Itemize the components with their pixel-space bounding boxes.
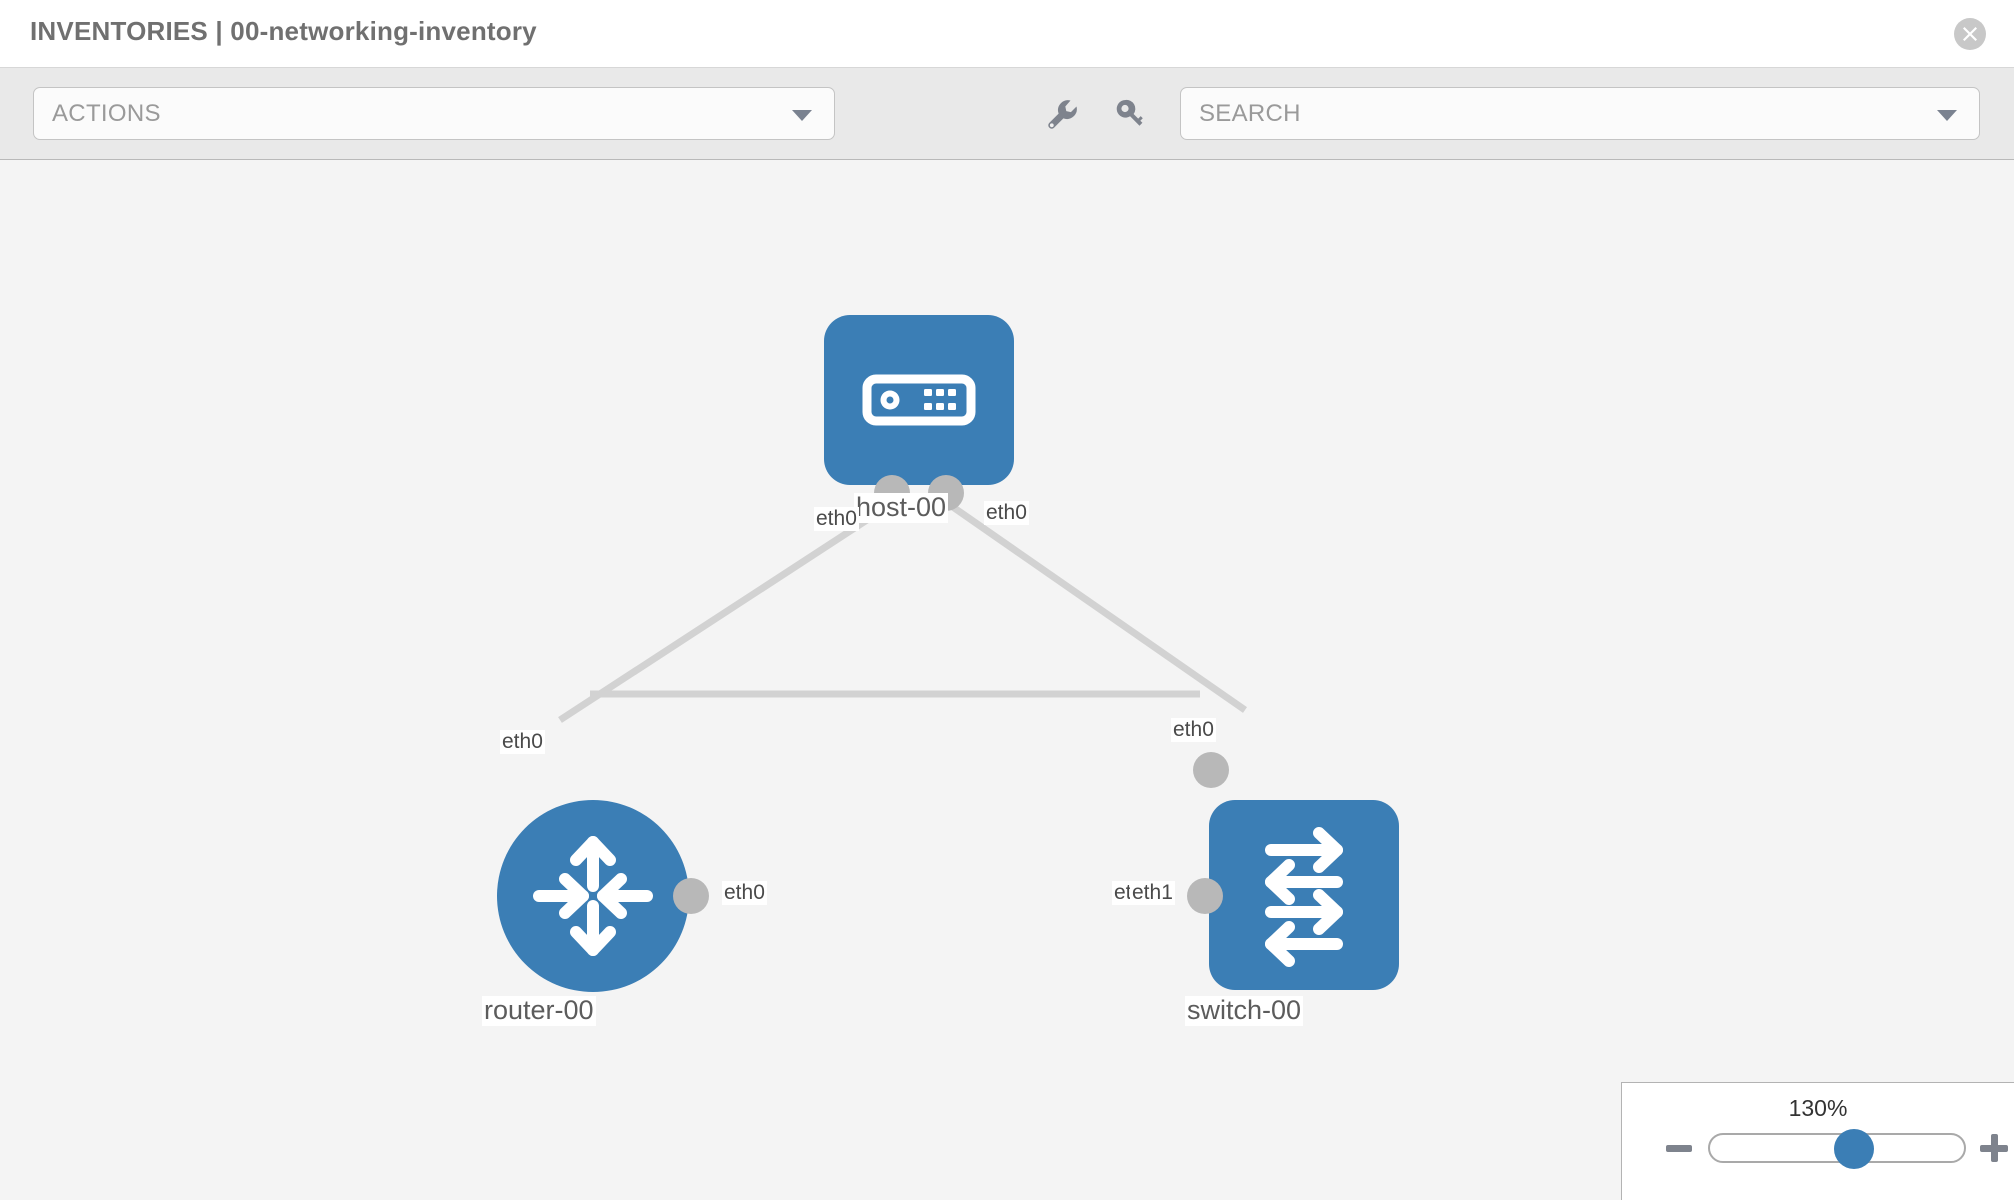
iface-label-router-right: eth0 bbox=[722, 881, 767, 906]
zoom-slider-track[interactable] bbox=[1708, 1129, 1966, 1169]
wrench-icon[interactable] bbox=[1040, 92, 1084, 136]
zoom-in-button[interactable] bbox=[1980, 1134, 2008, 1162]
zoom-control-panel: 130% bbox=[1621, 1082, 2014, 1200]
router-node-label: router-00 bbox=[482, 995, 596, 1026]
host-node-shape bbox=[824, 315, 1014, 485]
host-node-label: host-00 bbox=[854, 492, 949, 523]
iface-label-host-left: eth0 bbox=[814, 507, 859, 532]
switch-node-label: switch-00 bbox=[1185, 995, 1304, 1026]
topology-edges bbox=[558, 502, 1247, 723]
edge-host00-switch00 bbox=[948, 502, 1247, 713]
router-node-shape bbox=[497, 800, 689, 992]
actions-dropdown-label: ACTIONS bbox=[52, 100, 161, 127]
toolbar: ACTIONS SEARCH bbox=[0, 68, 2014, 160]
actions-dropdown[interactable]: ACTIONS bbox=[33, 87, 835, 140]
search-input[interactable]: SEARCH bbox=[1180, 87, 1980, 140]
iface-label-switch-left: eth1 bbox=[1130, 881, 1175, 906]
router-arrows-icon bbox=[533, 836, 653, 956]
iface-label-switch-up: eth0 bbox=[1171, 718, 1216, 743]
topology-node-switch-00[interactable]: switch-00 eth0 etl eth1 bbox=[1112, 718, 1399, 1026]
iface-label-host-right: eth0 bbox=[984, 501, 1029, 526]
chevron-down-icon bbox=[1937, 110, 1957, 121]
topology-node-router-00[interactable]: router-00 eth0 eth0 bbox=[482, 730, 767, 1026]
edge-host00-router00 bbox=[558, 502, 892, 723]
zoom-slider-thumb[interactable] bbox=[1834, 1129, 1874, 1169]
topology-node-host-00[interactable]: host-00 eth0 eth0 bbox=[814, 315, 1029, 532]
key-icon[interactable] bbox=[1108, 92, 1152, 136]
window-header: INVENTORIES | 00-networking-inventory bbox=[0, 0, 2014, 68]
server-appliance-icon bbox=[862, 374, 976, 426]
switch-port-top[interactable] bbox=[1193, 752, 1229, 788]
zoom-out-button[interactable] bbox=[1666, 1145, 1692, 1152]
zoom-level-value: 130% bbox=[1788, 1095, 1848, 1121]
iface-label-router-up: eth0 bbox=[500, 730, 545, 755]
search-placeholder: SEARCH bbox=[1199, 100, 1301, 127]
switch-arrows-icon bbox=[1265, 827, 1343, 967]
switch-port-left[interactable] bbox=[1187, 878, 1223, 914]
router-port-right[interactable] bbox=[673, 878, 709, 914]
close-icon[interactable] bbox=[1954, 18, 1986, 50]
switch-node-shape bbox=[1209, 800, 1399, 990]
topology-canvas[interactable]: host-00 eth0 eth0 bbox=[0, 160, 2014, 1200]
page-title: INVENTORIES | 00-networking-inventory bbox=[30, 16, 537, 46]
chevron-down-icon bbox=[792, 110, 812, 121]
